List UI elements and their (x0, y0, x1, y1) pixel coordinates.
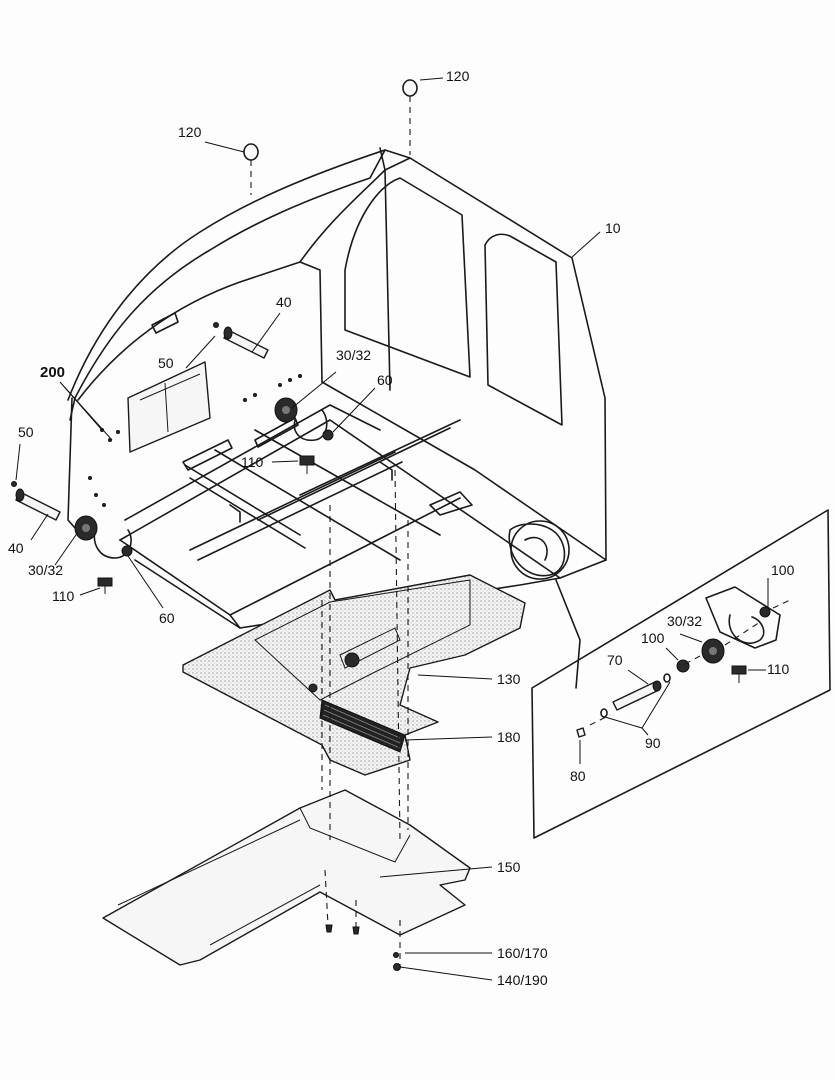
callout-30-32-inset: 30/32 (667, 613, 702, 629)
callout-50-lower: 50 (18, 424, 34, 440)
floor-plate-130 (182, 574, 526, 776)
callout-10: 10 (605, 220, 621, 236)
nut-60 (121, 429, 334, 557)
callout-40-upper: 40 (276, 294, 292, 310)
callout-70: 70 (607, 652, 623, 668)
detail-inset (510, 509, 831, 839)
callout-30-32-lower: 30/32 (28, 562, 63, 578)
callout-180: 180 (497, 729, 521, 745)
cab-body (67, 147, 607, 579)
callout-140-190: 140/190 (497, 972, 548, 988)
callout-120-left: 120 (178, 124, 202, 140)
bolt-40 (15, 326, 269, 521)
callout-40-lower: 40 (8, 540, 24, 556)
callout-110-inset: 110 (767, 661, 790, 677)
callout-80: 80 (570, 768, 586, 784)
washer-50 (11, 322, 219, 487)
callout-110-lower: 110 (52, 588, 75, 604)
isolator-30-32 (74, 397, 725, 664)
floor-frame (119, 404, 561, 629)
callout-100-inset-right: 100 (771, 562, 795, 578)
fastener-160-170-140-190 (325, 924, 401, 971)
callout-200: 200 (40, 364, 65, 381)
callout-50-upper: 50 (158, 355, 174, 371)
bumper-110 (97, 455, 747, 683)
alignment-lines (321, 469, 409, 965)
callout-150: 150 (497, 859, 521, 875)
callout-60-lower: 60 (159, 610, 175, 626)
mount-brackets (93, 409, 566, 577)
lifting-eye-120 (243, 79, 418, 195)
callout-labels: 120 120 10 40 50 30/32 60 200 50 110 40 … (8, 68, 795, 988)
callout-90: 90 (645, 735, 661, 751)
callout-60-upper: 60 (377, 372, 393, 388)
callout-30-32-upper: 30/32 (336, 347, 371, 363)
callout-160-170: 160/170 (497, 945, 548, 961)
bottom-cover-150 (102, 789, 471, 966)
callout-100-inset-left: 100 (641, 630, 665, 646)
callout-130: 130 (497, 671, 521, 687)
callout-120-top: 120 (446, 68, 470, 84)
callout-110-middle: 110 (241, 454, 264, 470)
seal-strip-180 (319, 699, 406, 753)
leader-lines (15, 77, 769, 981)
